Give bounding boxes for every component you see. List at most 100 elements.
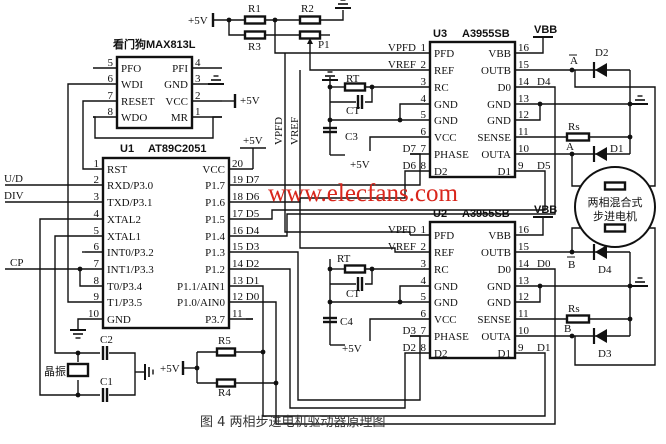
u1-pin-name: P1.4 [205,231,225,243]
u3-pin-name: PFD [434,48,454,60]
d1-label: D1 [610,143,623,155]
motor-label-line1: 两相混合式 [588,195,643,209]
u2-pin-name: D0 [498,264,512,276]
u3-pin-name: GND [434,99,458,111]
u1-chip [101,156,231,330]
wire [253,86,556,237]
u3-chip [428,40,517,179]
u1-pin-name: INT0/P3.2 [107,247,154,259]
u1-pin-name: RST [107,164,127,176]
u3-pin-num: 11 [518,126,529,138]
u1-pin-num: 13 D1 [232,275,259,287]
rs-label: Rs [568,303,580,315]
resistor [298,15,322,25]
u1-pin-name: P1.3 [205,247,225,259]
u1-pin-num: 2 [94,174,100,186]
c3-label: C3 [345,131,358,143]
watchdog-pin-num: 5 [108,57,114,69]
wire [39,218,100,396]
ground-icon [335,0,351,9]
u2-pin-num: 3 [421,258,427,270]
u1-pin-num: 19 D7 [232,174,260,186]
plus5v-label: +5V [160,363,180,375]
wire [537,217,544,236]
u2-pin-name: PFD [434,230,454,242]
u3-pin-num: 5 [421,109,427,121]
u1-part: AT89C2051 [148,143,207,155]
u2-pin-name: GND [487,281,511,293]
wire [82,100,93,170]
watchdog-pin-num: 1 [195,106,201,118]
ct-label: CT [346,288,360,300]
wire [228,20,245,36]
vpfd-label: VPFD [273,117,285,145]
u3-pin-num: 16 [518,42,530,54]
c4-label: C4 [340,316,353,328]
plus5v-label: +5V [188,15,208,27]
p1-label: P1 [318,39,330,51]
r2-label: R2 [301,3,314,15]
u1-pin-num: 20 [232,158,244,170]
u3-pin-num: 13 [518,93,530,105]
vbb-label: VBB [534,24,557,36]
wire [537,37,544,54]
u1-pin-name: T0/P3.4 [107,281,143,293]
wire [109,352,136,396]
u3-pin-name: GND [487,115,511,127]
wire [79,269,85,287]
d3-label: D3 [598,348,612,360]
wire [77,318,85,330]
u2-pin-num: 15 [518,241,530,253]
u3-pin-num: 3 [421,76,427,88]
vref-label: VREF [289,117,301,145]
junction-dot [327,266,333,272]
wire [369,318,410,341]
u1-pin-num: 17 D5 [232,208,260,220]
u3-pin-num: 8 [421,160,427,172]
wire [284,53,411,235]
rt-label: RT [346,73,360,85]
ground-icon [632,95,648,105]
u2-net-label: VREF [388,241,416,253]
wire [299,70,410,253]
junction-dot [327,84,333,90]
u3-pin-num: 7 [421,143,427,155]
u1-pin-name: P1.2 [205,264,225,276]
u1-pin-name: VCC [202,164,225,176]
wire [253,170,546,220]
ground-icon [322,71,338,81]
u3-pin-num: 14 [518,76,530,88]
u1-pin-name: P1.1/AIN1 [177,281,225,293]
c1-label: C1 [100,376,113,388]
u2-net-label: D2 [403,342,416,354]
u2-pin-name: REF [434,247,454,259]
u1-pin-num: 16 D4 [232,225,260,237]
u1-pin-name: INT1/P3.3 [107,264,154,276]
plus5v-label: +5V [243,135,263,147]
u1-pin-num: 7 [94,258,100,270]
u2-pin-name: D2 [434,348,447,360]
u1-pin-num: 18 D6 [232,191,260,203]
u1-pin-name: P1.0/AIN0 [177,297,225,309]
watermark-text: www.elecfans.com [268,180,459,207]
u2-pin-name: GND [487,297,511,309]
u2-pin-num: 5 [421,291,427,303]
chips [101,40,517,360]
u1-pin-num: 9 [94,291,100,303]
u1-pin-num: 3 [94,191,100,203]
watchdog-pin-name: PFO [121,63,141,75]
watchdog-pin-num: 7 [108,90,114,102]
r5-label: R5 [218,335,231,347]
u1-pin-num: 4 [94,208,100,220]
u3-pin-num: 4 [421,93,427,105]
watchdog-pin-num: 3 [195,73,201,85]
u3-pin-name: D2 [434,166,447,178]
u3-pin-name: OUTB [481,65,511,77]
wire [253,285,546,417]
u1-pin-num: 12 D0 [232,291,260,303]
u3-pin-num: 1 [421,42,427,54]
diode-icon [595,63,607,77]
watchdog-pin-name: VCC [165,96,188,108]
